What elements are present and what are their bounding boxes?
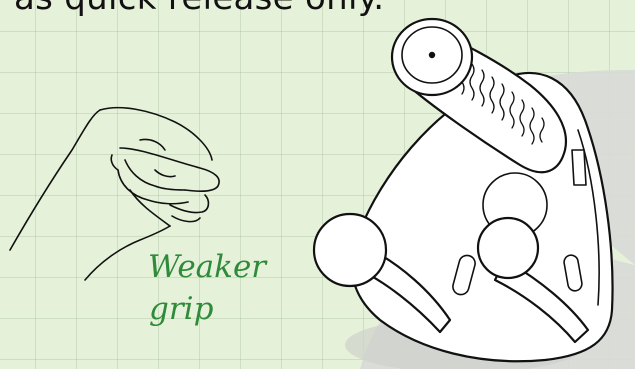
joystick-controller-illustration [0,0,635,369]
